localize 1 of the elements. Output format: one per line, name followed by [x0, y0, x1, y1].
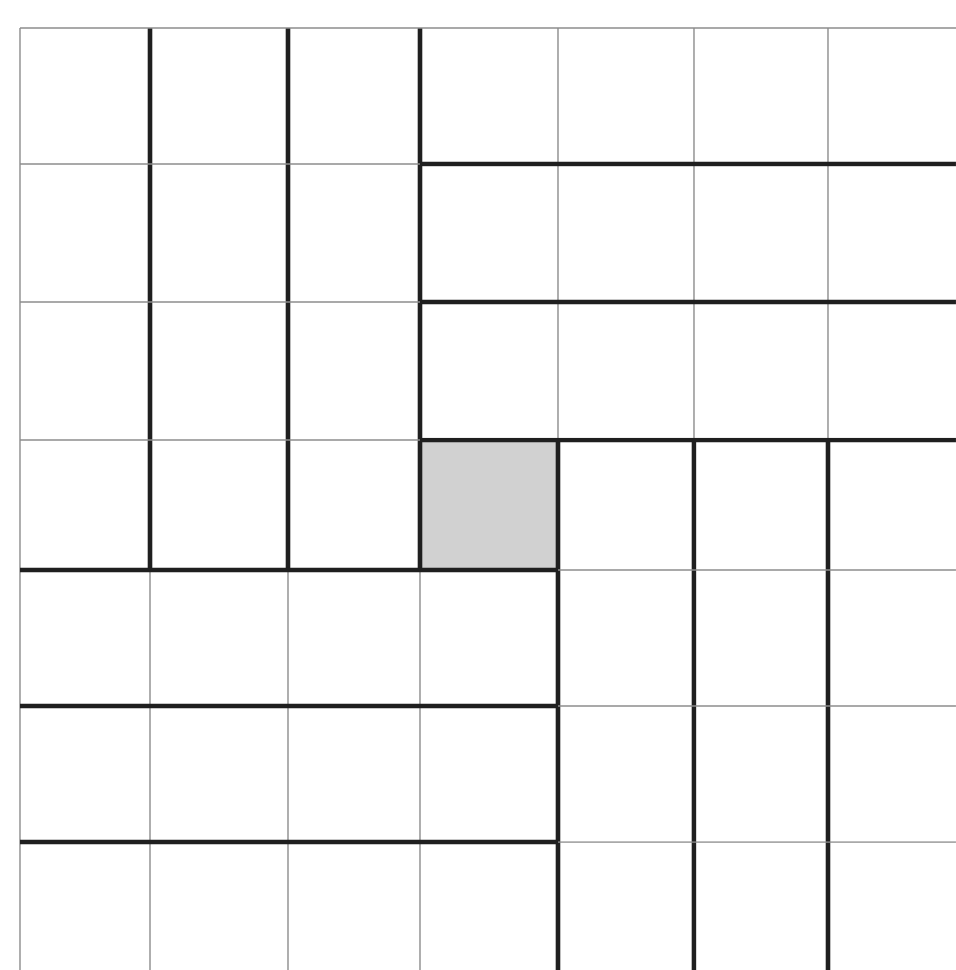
shaded-cell	[420, 440, 558, 570]
